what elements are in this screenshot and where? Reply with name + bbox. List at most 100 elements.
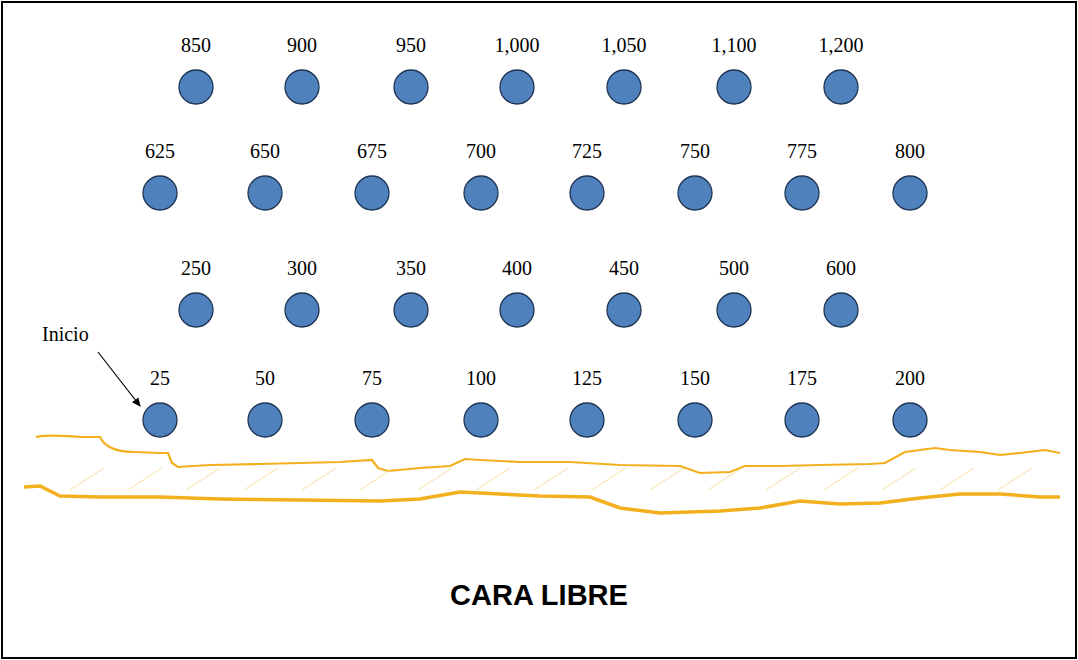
hole-fill	[394, 293, 428, 327]
hole-circle	[822, 291, 860, 329]
free-face-label: CARA LIBRE	[0, 578, 1078, 612]
delay-time: 750	[651, 139, 739, 163]
hole-fill	[500, 70, 534, 104]
hole-fill	[717, 293, 751, 327]
delay-time: 200	[866, 366, 954, 390]
hole-fill	[607, 293, 641, 327]
hatch-stroke	[70, 468, 104, 490]
blast-hole: 850	[152, 33, 240, 105]
hole-fill	[717, 70, 751, 104]
hatch-stroke	[998, 468, 1032, 490]
hole-fill	[143, 176, 177, 210]
hole-circle	[462, 401, 500, 439]
delay-time: 1,200	[797, 33, 885, 57]
hole-circle	[891, 174, 929, 212]
blast-hole: 1,200	[797, 33, 885, 105]
blast-hole: 775	[758, 139, 846, 211]
hole-circle	[353, 401, 391, 439]
delay-time: 775	[758, 139, 846, 163]
delay-time: 1,050	[580, 33, 668, 57]
hole-circle	[141, 174, 179, 212]
hole-circle	[605, 291, 643, 329]
delay-time: 625	[116, 139, 204, 163]
upper-crack-line	[36, 435, 1060, 473]
hole-circle	[246, 174, 284, 212]
hole-circle	[141, 401, 179, 439]
delay-time: 125	[543, 366, 631, 390]
hatch-stroke	[302, 468, 336, 490]
hole-fill	[179, 70, 213, 104]
blast-hole: 400	[473, 256, 561, 328]
hole-circle	[783, 401, 821, 439]
delay-time: 50	[221, 366, 309, 390]
hole-circle	[392, 291, 430, 329]
hole-fill	[500, 293, 534, 327]
blast-hole: 950	[367, 33, 455, 105]
hole-circle	[353, 174, 391, 212]
hatch-stroke	[592, 468, 626, 490]
hole-fill	[285, 293, 319, 327]
hole-fill	[678, 176, 712, 210]
delay-time: 800	[866, 139, 954, 163]
hole-circle	[783, 174, 821, 212]
delay-time: 400	[473, 256, 561, 280]
hatch-stroke	[882, 468, 916, 490]
delay-time: 350	[367, 256, 455, 280]
hole-circle	[246, 401, 284, 439]
blast-hole: 1,100	[690, 33, 778, 105]
blast-hole: 175	[758, 366, 846, 438]
hole-circle	[283, 291, 321, 329]
blast-hole: 300	[258, 256, 346, 328]
delay-time: 850	[152, 33, 240, 57]
hole-fill	[607, 70, 641, 104]
blast-hole: 50	[221, 366, 309, 438]
blast-hole: 75	[328, 366, 416, 438]
hatch-stroke	[186, 468, 220, 490]
delay-time: 300	[258, 256, 346, 280]
blast-hole: 700	[437, 139, 525, 211]
hole-fill	[678, 403, 712, 437]
blast-hole: 450	[580, 256, 668, 328]
blast-hole: 25	[116, 366, 204, 438]
hole-circle	[177, 68, 215, 106]
hatch-stroke	[824, 468, 858, 490]
delay-time: 100	[437, 366, 525, 390]
delay-time: 150	[651, 366, 739, 390]
hole-fill	[785, 176, 819, 210]
blast-hole: 600	[797, 256, 885, 328]
hatch-stroke	[476, 468, 510, 490]
hole-fill	[464, 176, 498, 210]
hatch-stroke	[940, 468, 974, 490]
delay-time: 650	[221, 139, 309, 163]
hole-fill	[248, 403, 282, 437]
hatch-stroke	[128, 468, 162, 490]
hole-fill	[179, 293, 213, 327]
delay-time: 500	[690, 256, 778, 280]
blast-hole: 350	[367, 256, 455, 328]
blast-hole: 125	[543, 366, 631, 438]
delay-time: 950	[367, 33, 455, 57]
hole-circle	[715, 291, 753, 329]
blast-hole: 800	[866, 139, 954, 211]
hole-fill	[893, 403, 927, 437]
hole-fill	[824, 293, 858, 327]
hole-circle	[891, 401, 929, 439]
blast-hole: 150	[651, 366, 739, 438]
hatch-stroke	[244, 468, 278, 490]
hole-circle	[568, 401, 606, 439]
hatch-stroke	[360, 468, 394, 490]
delay-time: 250	[152, 256, 240, 280]
delay-time: 1,100	[690, 33, 778, 57]
crack-hatching	[70, 468, 1032, 490]
hole-circle	[283, 68, 321, 106]
delay-time: 75	[328, 366, 416, 390]
blast-hole: 625	[116, 139, 204, 211]
hatch-stroke	[650, 468, 684, 490]
delay-time: 450	[580, 256, 668, 280]
start-leader-arrow	[98, 352, 140, 406]
hole-circle	[498, 291, 536, 329]
lower-crack-line	[24, 486, 1060, 513]
hole-fill	[570, 176, 604, 210]
